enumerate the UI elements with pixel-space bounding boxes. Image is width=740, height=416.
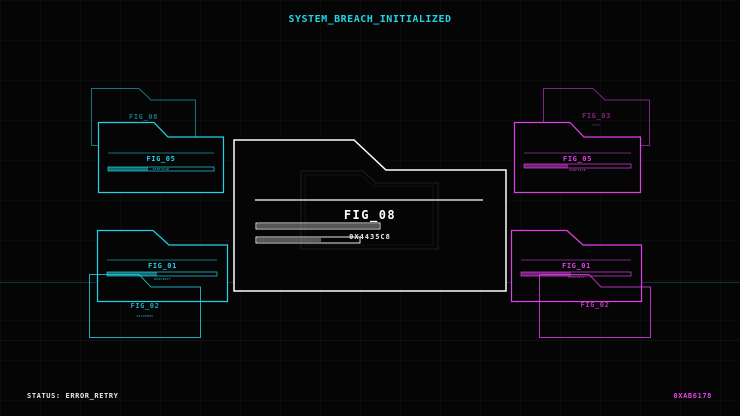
folder-outline-icon <box>513 121 642 194</box>
folder-label: FIG_05 <box>146 155 176 163</box>
folder-label: FIG_02 <box>130 302 160 310</box>
folder-left-front-top[interactable]: FIG_05 0X8F3A1E <box>97 121 225 194</box>
folder-hex: 0X8F3A1E <box>152 167 170 171</box>
folder-label: FIG_02 <box>580 301 610 309</box>
folder-label: FIG_05 <box>563 155 592 163</box>
folder-outline-icon <box>539 274 651 338</box>
folder-right-front-bottom[interactable]: FIG_01 0X4C2D77 <box>510 229 643 303</box>
folder-hex: 0X4C2D77 <box>154 277 171 281</box>
main-folder-hex: 0X4435C8 <box>349 233 391 241</box>
main-folder-label: FIG_08 <box>343 208 397 222</box>
folder-hex: 0X5A <box>592 123 601 127</box>
folder-left-back-bottom[interactable]: FIG_02 0X19EB05 <box>89 274 201 338</box>
folder-outline-icon <box>91 88 196 146</box>
folder-outline-icon <box>89 274 201 338</box>
folder-outline-icon <box>233 139 507 292</box>
folder-label: FIG_01 <box>148 262 177 270</box>
folder-left-back-top[interactable]: FIG_08 <box>91 88 196 146</box>
divider-line <box>0 340 740 341</box>
page-title: SYSTEM_BREACH_INITIALIZED <box>288 14 452 25</box>
folder-hex: 0X8F3A1E <box>569 168 586 172</box>
folder-right-back-bottom[interactable]: FIG_02 <box>539 274 651 338</box>
folder-right-front-top[interactable]: FIG_05 0X8F3A1E <box>513 121 642 194</box>
folder-outline-icon <box>97 121 225 194</box>
status-text: STATUS: ERROR_RETRY <box>27 392 119 400</box>
footer-code: 0XAB6178 <box>673 392 712 400</box>
folder-label: FIG_03 <box>582 112 611 120</box>
folder-label: FIG_01 <box>562 262 591 270</box>
folder-hex: 0X19EB05 <box>136 314 154 318</box>
folder-label: FIG_08 <box>129 113 158 121</box>
folder-main[interactable]: FIG_08 0X4435C8 <box>233 139 507 292</box>
folder-hex: 0X4C2D77 <box>568 275 585 279</box>
